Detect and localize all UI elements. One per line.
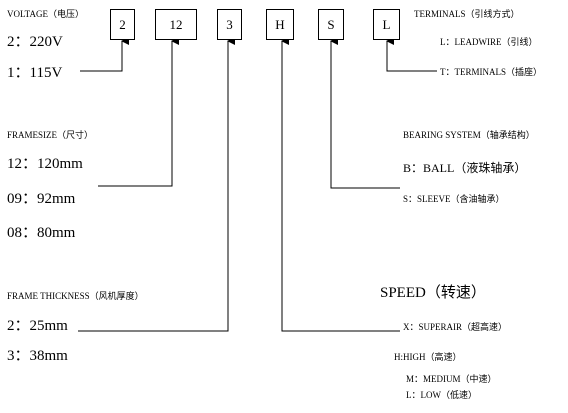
frame-size-option-80: 08：80mm bbox=[7, 225, 76, 241]
bearing-option-ball: B：BALL（液珠轴承） bbox=[403, 161, 527, 175]
speed-option-low: L：LOW（低速） bbox=[406, 390, 477, 400]
voltage-option-220: 2：220V bbox=[7, 34, 63, 50]
bearing-heading: BEARING SYSTEM（轴承结构） bbox=[403, 130, 535, 140]
bearing-connector bbox=[330, 37, 400, 189]
code-box-frame-thickness: 3 bbox=[217, 9, 242, 40]
code-box-frame-size: 12 bbox=[155, 9, 197, 40]
code-box-bearing: S bbox=[318, 9, 344, 40]
speed-option-high: H:HIGH（高速） bbox=[394, 352, 462, 362]
voltage-connector bbox=[80, 37, 129, 72]
terminals-connector bbox=[386, 37, 437, 72]
frame-size-connector bbox=[98, 37, 179, 187]
frame-thickness-heading: FRAME THICKNESS（风机厚度） bbox=[7, 291, 144, 301]
terminals-option-terminals: T：TERMINALS（插座） bbox=[440, 67, 542, 77]
speed-option-medium: M：MEDIUM（中速） bbox=[406, 374, 497, 384]
code-box-voltage: 2 bbox=[110, 9, 135, 40]
code-box-terminals: L bbox=[373, 9, 400, 40]
frame-thickness-option-25: 2：25mm bbox=[7, 318, 68, 334]
frame-thickness-connector bbox=[78, 37, 235, 332]
frame-size-heading: FRAMESIZE（尺寸） bbox=[7, 130, 94, 140]
frame-size-option-120: 12：120mm bbox=[7, 156, 83, 172]
frame-size-option-92: 09：92mm bbox=[7, 191, 76, 207]
voltage-option-115: 1：115V bbox=[7, 65, 63, 81]
speed-connector bbox=[281, 37, 400, 332]
speed-option-superair: X：SUPERAIR（超高速） bbox=[403, 322, 508, 332]
frame-thickness-option-38: 3：38mm bbox=[7, 348, 68, 364]
terminals-option-leadwire: L：LEADWIRE（引线） bbox=[440, 37, 538, 47]
speed-heading: SPEED（转速） bbox=[380, 285, 486, 301]
terminals-heading: TERMINALS（引线方式） bbox=[414, 9, 520, 19]
voltage-heading: VOLTAGE（电压） bbox=[7, 9, 84, 19]
bearing-option-sleeve: S：SLEEVE（含油轴承） bbox=[403, 194, 505, 204]
code-box-speed: H bbox=[266, 9, 294, 40]
